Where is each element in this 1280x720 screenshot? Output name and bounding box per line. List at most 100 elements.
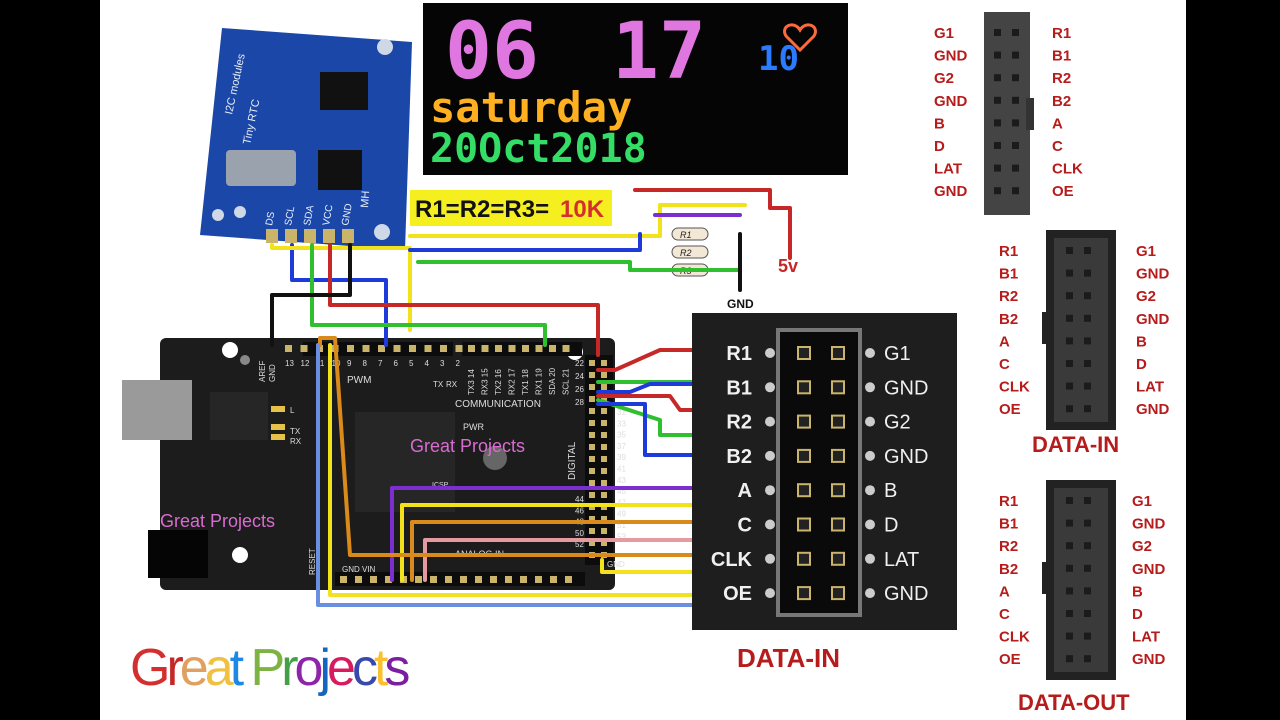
header-pin <box>589 408 595 414</box>
led-seconds: 10 <box>758 39 799 79</box>
header-pin <box>601 360 607 366</box>
ref-mid-title: DATA-IN <box>1032 432 1119 457</box>
header-pin <box>562 345 570 352</box>
ref-right-label: CLK <box>1052 161 1083 178</box>
ref-pin <box>1012 164 1019 172</box>
led-day: saturday <box>430 83 632 132</box>
header-pin <box>589 456 595 462</box>
connector-socket <box>831 551 845 566</box>
top-pin-label: 6 <box>394 359 399 368</box>
wire-clk <box>318 336 807 557</box>
ref-left-label: D <box>934 138 945 155</box>
wire-scl <box>290 243 388 347</box>
board-led <box>271 424 285 430</box>
connector-pin-left <box>765 450 775 461</box>
ref-pin <box>1012 51 1019 59</box>
power-jack <box>148 530 208 578</box>
ref-right-label: GND <box>1132 516 1166 533</box>
connector-socket <box>797 414 811 429</box>
connector-pin-left <box>765 485 775 496</box>
board-led <box>271 406 285 412</box>
data-in-right-label: GND <box>884 377 928 399</box>
left-letterbox <box>0 0 100 720</box>
resistor-label: R1 <box>680 230 692 240</box>
rtc-pin-label: SDA <box>302 204 316 226</box>
header-pin <box>424 345 432 352</box>
wire-a <box>390 486 807 582</box>
top-pin-label: 5 <box>409 359 414 368</box>
rtc-pin <box>266 229 278 243</box>
ref-right-label: C <box>1052 138 1063 155</box>
header-pin <box>589 528 595 534</box>
top-pin-label: 11 <box>316 359 325 368</box>
ref-right-label: D <box>1132 606 1143 623</box>
header-pin <box>355 576 362 583</box>
ref-pin <box>1066 314 1073 322</box>
top-pin-label: 9 <box>347 359 352 368</box>
rtc-pin <box>323 229 335 243</box>
data-in-right-label: GND <box>884 446 928 468</box>
connector-pin-right <box>865 519 875 530</box>
left-pin-label: 44 <box>575 495 584 504</box>
header-pin <box>378 345 385 352</box>
ref-pin <box>1084 610 1091 617</box>
header-pin <box>409 345 416 352</box>
connector-socket <box>831 483 845 498</box>
ref-left-label: C <box>999 356 1010 373</box>
even-pin-label: 22 <box>575 359 584 368</box>
comm-pin-label: SCL 21 <box>562 368 571 395</box>
data-in-left-label: B1 <box>726 377 752 399</box>
ref-left-label: GND <box>934 48 968 65</box>
ref-mid-header-inner <box>1054 238 1108 422</box>
connector-socket <box>831 448 845 463</box>
ref-pin <box>1084 337 1091 345</box>
ref-pin <box>1012 96 1019 104</box>
rtc-pin-label: DS <box>264 211 277 227</box>
even-pin-label: 28 <box>575 398 584 407</box>
left-pin-label: 52 <box>575 540 584 549</box>
brand-letter <box>240 639 250 697</box>
odd-pin-label: 43 <box>617 476 626 485</box>
header-pin <box>535 345 543 352</box>
connector-socket <box>797 551 811 566</box>
ref-pin <box>994 29 1001 36</box>
ref-left-label: OE <box>999 651 1021 668</box>
ref-pin <box>1084 314 1091 322</box>
connector-socket <box>797 380 811 395</box>
ref-pin <box>994 187 1001 195</box>
icsp-label: ICSP <box>432 482 449 489</box>
resistor-body <box>671 245 709 259</box>
ref-right-label: GND <box>1132 651 1166 668</box>
header-pin <box>589 492 595 498</box>
data-in-right-label: LAT <box>884 549 919 571</box>
five-volt-label: 5v <box>778 256 798 276</box>
communication-label: COMMUNICATION <box>455 399 541 410</box>
resistor-note-prefix: R1=R2=R3= <box>415 196 549 223</box>
header-pin <box>393 345 401 352</box>
header-pin <box>505 576 512 583</box>
ref-pin <box>1066 337 1073 345</box>
header-pin <box>589 372 595 378</box>
ref-pin <box>1066 587 1073 595</box>
ref-pin <box>1084 360 1091 367</box>
odd-pin-label: 49 <box>617 510 626 519</box>
ref-top-header-body <box>984 12 1030 215</box>
ref-left-label: GND <box>934 93 968 110</box>
ref-left-label: R1 <box>999 243 1018 260</box>
ref-right-label: GND <box>1136 401 1170 418</box>
usb-chip <box>210 392 268 440</box>
arduino-mega-board: PWM COMMUNICATION DIGITAL ANALOG IN PWR … <box>122 338 626 590</box>
ref-right-label: GND <box>1132 561 1166 578</box>
header-pin <box>589 444 595 450</box>
data-in-left-label: CLK <box>711 549 753 571</box>
top-pin-label: 2 <box>456 359 461 368</box>
data-in-right-label: G2 <box>884 412 911 434</box>
ref-right-label: G2 <box>1132 538 1152 555</box>
comm-pin-label: TX2 16 <box>494 369 503 395</box>
odd-pin-label: 53 <box>617 532 626 541</box>
reset-button <box>483 446 507 470</box>
arduino-mount-hole <box>240 355 250 365</box>
ref-right-label: GND <box>1136 311 1170 328</box>
